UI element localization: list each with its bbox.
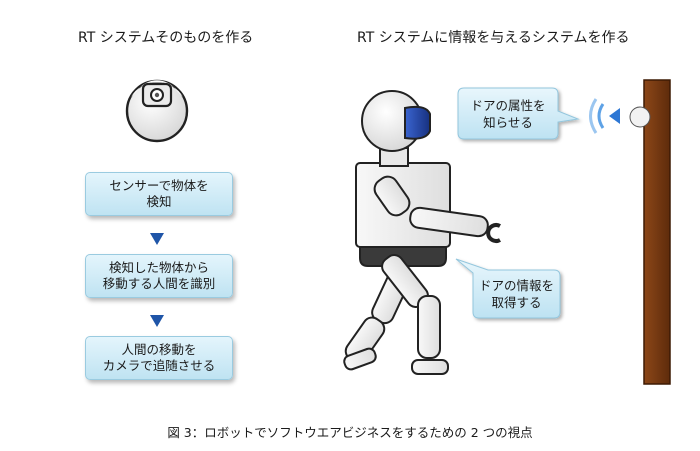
signal-wave-icon: [589, 98, 620, 134]
figure-caption: 図 3：ロボットでソフトウエアビジネスをするための 2 つの視点: [167, 425, 533, 440]
callout-bubble-door-info: [455, 258, 561, 319]
heading-right: RT システムに情報を与えるシステムを作る: [357, 30, 630, 46]
flow-step-2: 検知した物体から 移動する人間を識別: [85, 254, 233, 298]
callout-bubble-door-attributes: [457, 87, 580, 140]
door: [629, 79, 671, 385]
callout-door-attributes: ドアの属性を 知らせる: [470, 98, 546, 130]
sensor-camera-icon: [125, 79, 189, 143]
heading-left: RT システムそのものを作る: [78, 30, 254, 46]
callout-door-info: ドアの情報を 取得する: [478, 278, 554, 310]
flow-step-1: センサーで物体を 検知: [85, 172, 233, 216]
robot-illustration: [343, 90, 501, 375]
flow-step-3: 人間の移動を カメラで追随させる: [85, 336, 233, 380]
flow-arrow-down-1: [150, 233, 164, 245]
flow-arrow-down-2: [150, 315, 164, 327]
